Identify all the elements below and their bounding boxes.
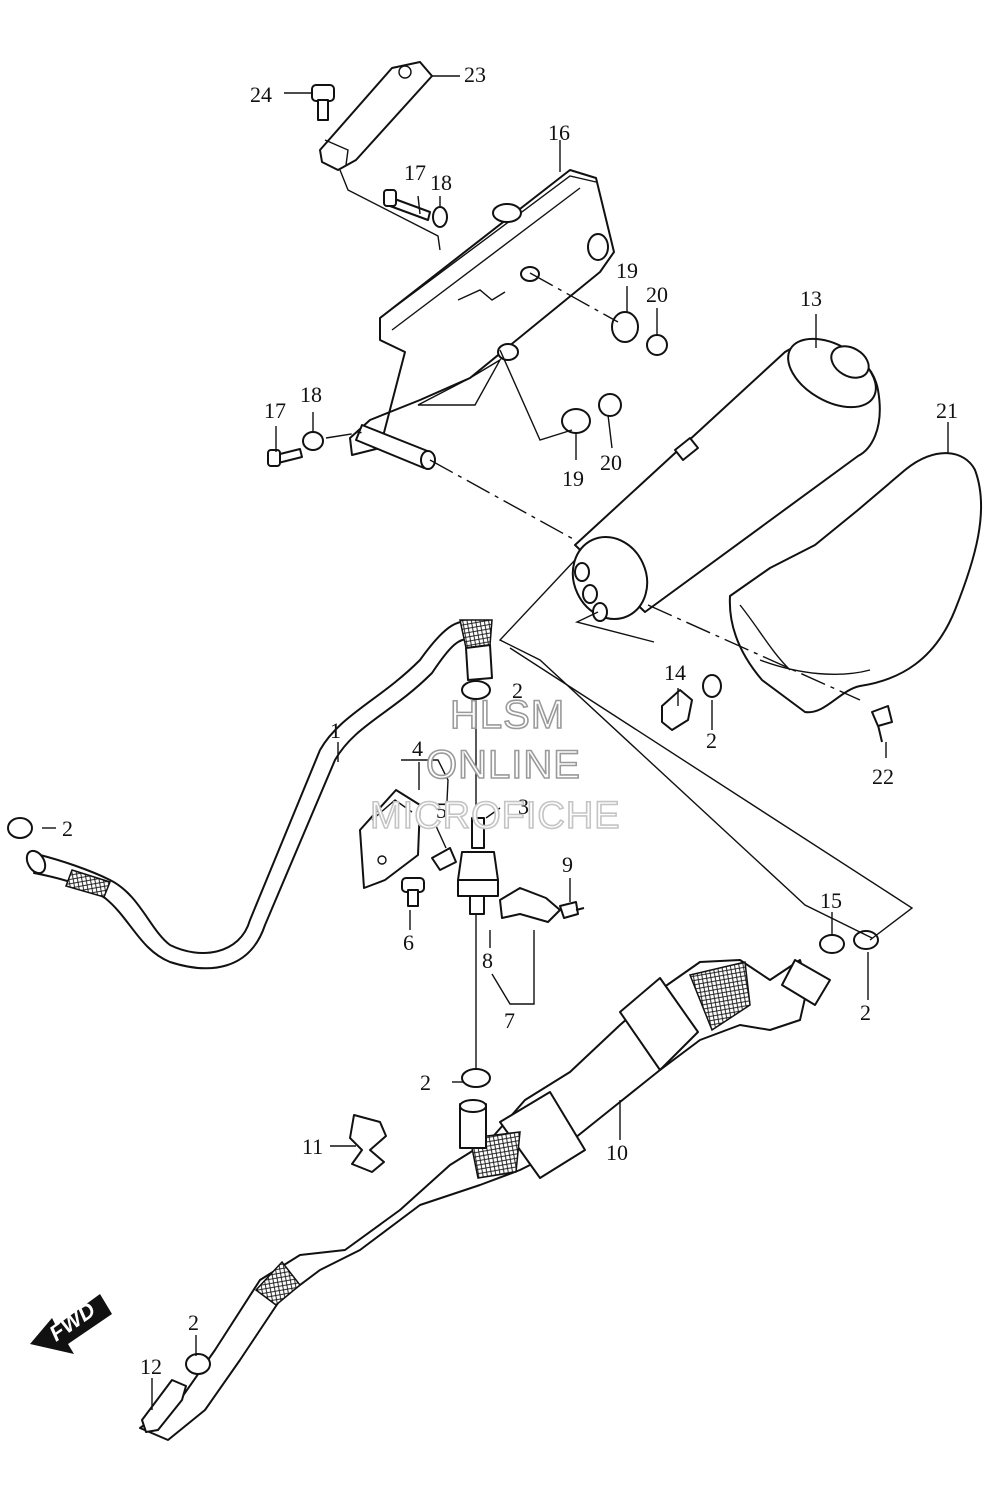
callout-17-upper: 17 xyxy=(404,160,426,185)
callout-22: 22 xyxy=(872,764,894,789)
callout-18-lower: 18 xyxy=(300,382,322,407)
callout-16: 16 xyxy=(548,120,570,145)
clamp-2-hose1 xyxy=(7,817,33,839)
screw-9 xyxy=(559,901,585,919)
callout-3: 3 xyxy=(518,794,529,819)
watermark-line-1: HLSM xyxy=(450,693,565,737)
callout-15: 15 xyxy=(820,888,842,913)
callout-labels: 24 23 16 17 18 19 20 13 21 18 17 20 19 1… xyxy=(62,62,958,1379)
callout-2-bottom: 2 xyxy=(188,1310,199,1335)
bolt-17-upper xyxy=(383,189,431,221)
hose-1 xyxy=(25,619,493,970)
fwd-arrow: FWD xyxy=(30,1294,112,1354)
callout-7: 7 xyxy=(504,1008,515,1033)
leader-lines xyxy=(42,75,949,1410)
callout-14: 14 xyxy=(664,660,686,685)
callout-12: 12 xyxy=(140,1354,162,1379)
hose-10 xyxy=(139,959,831,1441)
callout-19-lower: 19 xyxy=(562,466,584,491)
watermark: HLSM ONLINE MICROFICHE xyxy=(369,692,621,838)
callout-2-hose1: 2 xyxy=(62,816,73,841)
screw-22 xyxy=(871,705,893,743)
callout-23: 23 xyxy=(464,62,486,87)
clamp-2-right xyxy=(853,930,879,950)
bolt-17-lower xyxy=(267,448,303,467)
callout-2-right: 2 xyxy=(860,1000,871,1025)
bracket-23 xyxy=(319,61,433,171)
clamp-2-mid xyxy=(461,1068,491,1088)
bracket-4 xyxy=(359,789,421,889)
clamp-2-cap xyxy=(702,674,722,698)
clip-5 xyxy=(431,847,457,871)
bolt-24 xyxy=(311,84,335,121)
bolt-6 xyxy=(401,877,425,907)
callout-2-top: 2 xyxy=(512,678,523,703)
collar-20-lower xyxy=(598,393,622,417)
callout-20-lower: 20 xyxy=(600,450,622,475)
callout-9: 9 xyxy=(562,852,573,877)
callout-20-upper: 20 xyxy=(646,282,668,307)
callout-4: 4 xyxy=(412,736,423,761)
collar-20-upper xyxy=(646,334,668,356)
washer-18-upper xyxy=(432,206,448,228)
cap-14 xyxy=(661,689,693,731)
washer-18-lower xyxy=(302,431,324,451)
callout-19-upper: 19 xyxy=(616,258,638,283)
callout-17-lower: 17 xyxy=(264,398,286,423)
clip-11 xyxy=(349,1114,387,1173)
watermark-line-2: ONLINE xyxy=(426,743,581,787)
callout-18-upper: 18 xyxy=(430,170,452,195)
joint-12 xyxy=(141,1379,187,1433)
callout-24: 24 xyxy=(250,82,272,107)
clamp-15 xyxy=(819,934,845,954)
valve-3 xyxy=(457,817,499,915)
callout-13: 13 xyxy=(800,286,822,311)
grommet-19-upper xyxy=(611,311,639,343)
callout-6: 6 xyxy=(403,930,414,955)
clamp-2-bottom xyxy=(185,1353,211,1375)
canister-13 xyxy=(571,337,881,622)
callout-1: 1 xyxy=(330,718,341,743)
canister-holder-16 xyxy=(349,169,615,470)
callout-2-mid: 2 xyxy=(420,1070,431,1095)
canister-cover-21 xyxy=(728,452,983,714)
callout-21: 21 xyxy=(936,398,958,423)
callout-8: 8 xyxy=(482,948,493,973)
clamp-2-top xyxy=(461,680,491,700)
callout-11: 11 xyxy=(302,1134,323,1159)
watermark-line-3: MICROFICHE xyxy=(370,795,621,837)
grommet-19-lower xyxy=(561,408,591,434)
callout-2-cap: 2 xyxy=(706,728,717,753)
callout-5: 5 xyxy=(436,798,447,823)
callout-10: 10 xyxy=(606,1140,628,1165)
clamp-8 xyxy=(499,887,561,923)
fwd-arrow-icon xyxy=(30,1294,112,1354)
